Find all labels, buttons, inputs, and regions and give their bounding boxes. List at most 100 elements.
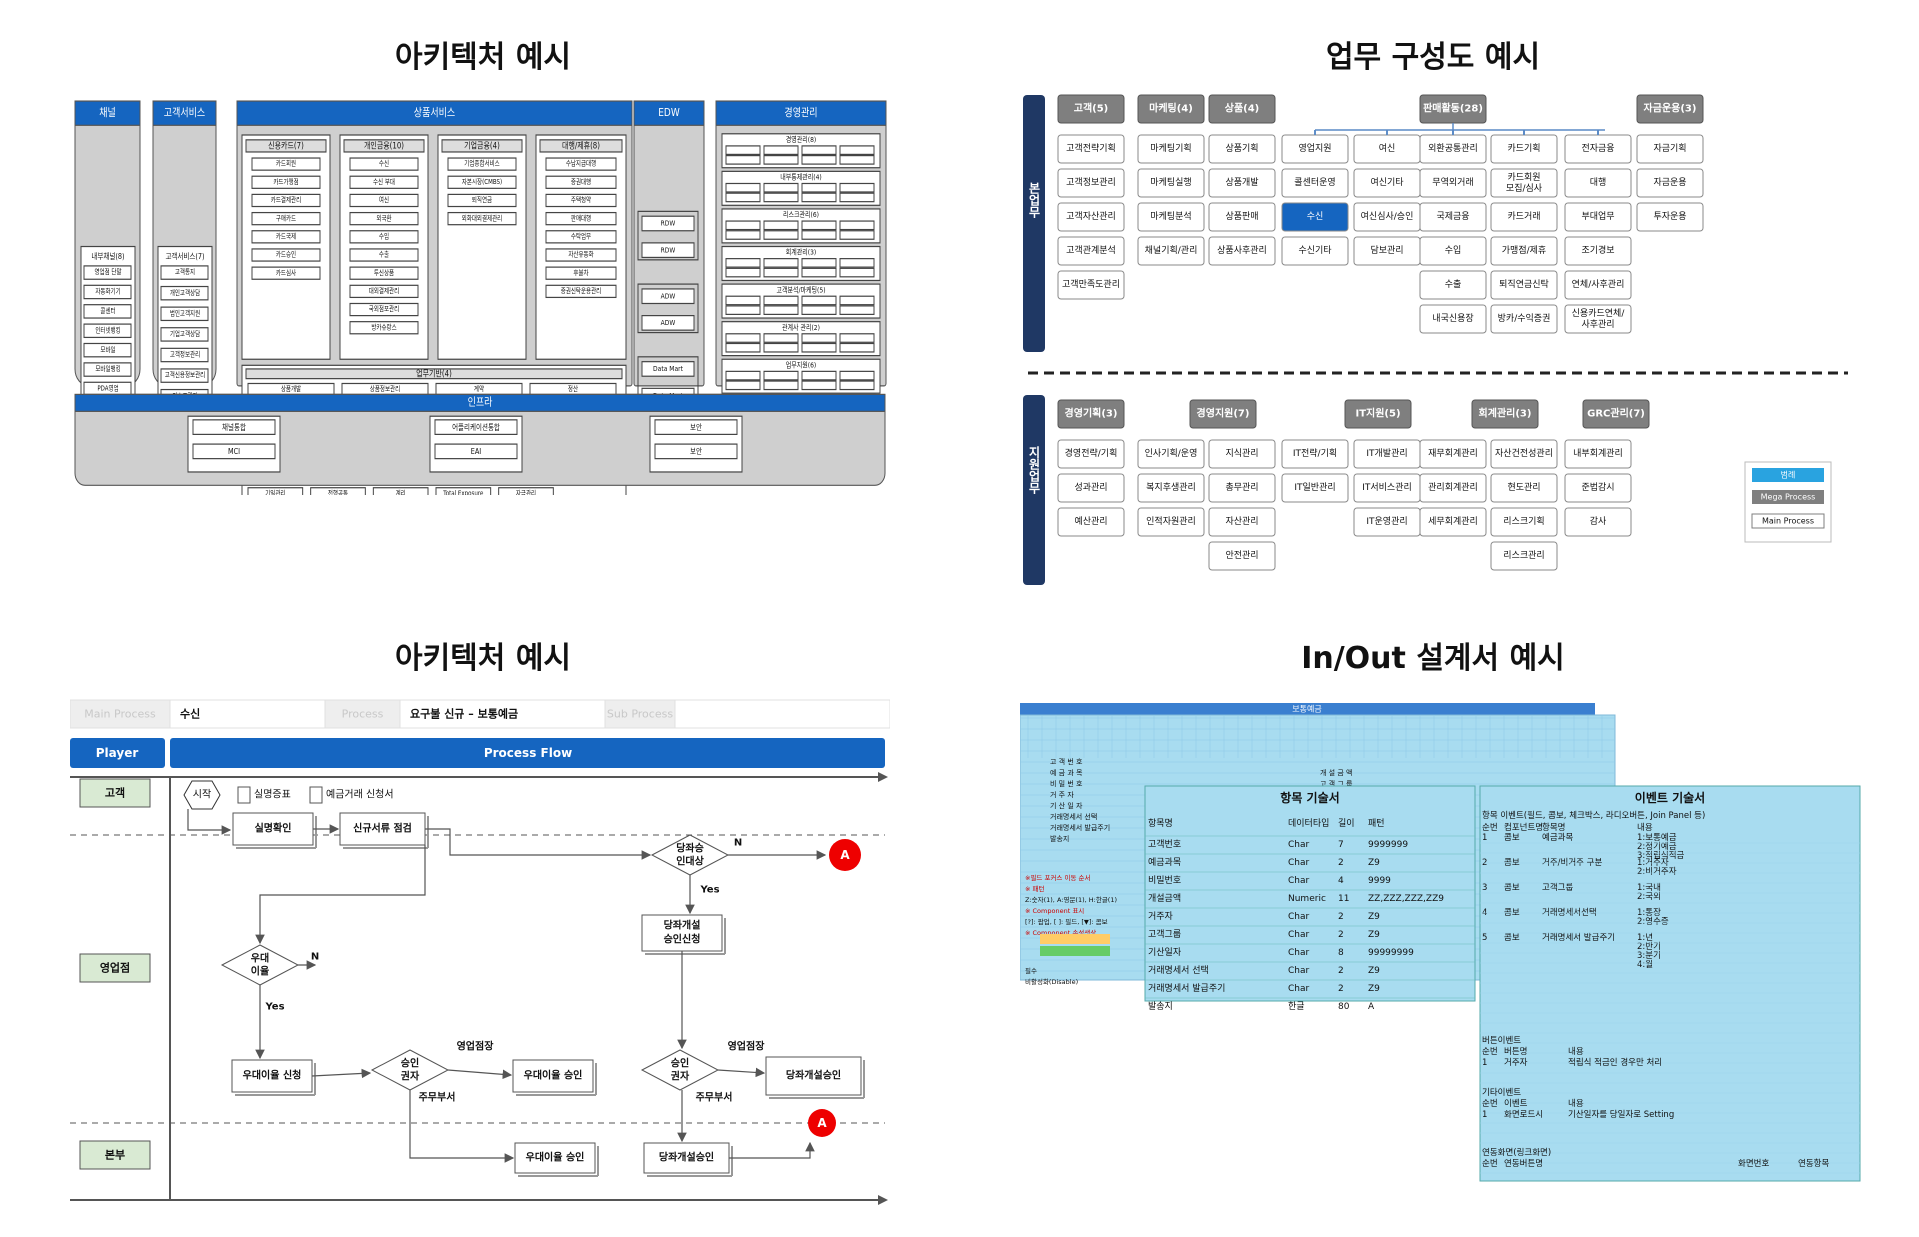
biz-support-item [1490, 541, 1558, 571]
biz-support-item [1057, 507, 1125, 537]
io-button-col: 내용 [1568, 1047, 1584, 1057]
biz-main-item [1419, 236, 1487, 266]
arch-mgmt-item [725, 305, 761, 315]
arch-prod-item-label: 카드가맹점 [273, 177, 298, 186]
arch-mgmt-item [725, 380, 761, 391]
biz-main-item-label: 사후관리 [1581, 319, 1614, 330]
biz-main-item-label: 여신심사/승인 [1361, 210, 1414, 222]
io-item-cell: Z9 [1368, 966, 1380, 976]
arch-mgmt-group-title: 경영관리(8) [786, 134, 817, 144]
biz-main-item [1636, 134, 1704, 164]
arch-prod-item-label: 주택청약 [571, 196, 592, 205]
io-event-cell: 거래명세서선택 [1542, 907, 1597, 918]
arch-infra-title-box [192, 419, 276, 435]
biz-legend-label: Main Process [1762, 517, 1814, 526]
arch-prod-item-label: 증권대행 [571, 177, 591, 186]
biz-support-header [1582, 399, 1650, 429]
arch-prod-row-item-label: 기일관리 [265, 489, 285, 495]
io-other-col: 이벤트 [1504, 1098, 1528, 1109]
arch-mgmt-item [763, 258, 799, 268]
biz-support-item-label: IT운영관리 [1366, 516, 1407, 527]
arch-prod-group-head [539, 139, 623, 153]
business-structure-diagram: 본업무지원업무고객(5)마케팅(4)상품(4)판매활동(28)자금운용(3)고객… [1023, 94, 1848, 585]
arch-prod-item [251, 230, 321, 244]
arch-prod-row-item-label: 정산 [568, 385, 578, 394]
arch-mgmt-item [801, 295, 837, 306]
biz-support-item-label: 자산건전성관리 [1495, 448, 1553, 459]
biz-support-item [1419, 439, 1487, 469]
arch-mgmt-item [839, 333, 875, 343]
flow-box-label: 당좌개설 [664, 919, 701, 932]
biz-main-item [1137, 134, 1205, 164]
io-item-cell: Char [1288, 840, 1310, 850]
biz-support-item [1137, 439, 1205, 469]
arch-prod-item [545, 266, 617, 280]
biz-main-item [1490, 270, 1558, 300]
biz-main-item-label: 고객정보관리 [1066, 177, 1116, 188]
io-event-col: 항목명 [1542, 822, 1565, 833]
arch-prod-group-title: 개인금융(10) [364, 140, 404, 151]
biz-main-item-label: 채널기획/관리 [1145, 244, 1198, 256]
biz-main-item-label: 여신 [1379, 142, 1396, 154]
biz-main-item [1281, 236, 1349, 266]
io-item-header: 길이 [1338, 818, 1355, 829]
biz-main-item [1057, 236, 1125, 266]
biz-main-item [1057, 270, 1125, 300]
arch-prod-item-label: 퇴직연금 [472, 196, 493, 205]
arch-col-label-3: EDW [658, 107, 680, 119]
biz-main-item-label: 카드거래 [1507, 211, 1540, 222]
biz-main-item [1564, 168, 1632, 198]
io-event-cell: 2:영수증 [1637, 916, 1669, 927]
arch-mgmt-item [725, 267, 761, 278]
biz-support-item-label: IT서비스관리 [1362, 482, 1412, 493]
biz-main-item [1208, 134, 1276, 164]
io-item-title: 항목 기술서 [1280, 790, 1339, 805]
arch-mgmt-item [801, 333, 837, 343]
biz-main-item [1137, 236, 1205, 266]
biz-support-item [1281, 473, 1349, 503]
io-event-cell: 예금과목 [1542, 832, 1573, 843]
arch-prod-item-label: 자본시장(CMBS) [462, 177, 502, 186]
arch-prod-item [447, 193, 517, 208]
io-form-label: 발송지 [1050, 834, 1069, 843]
arch-mgmt-item [801, 380, 837, 391]
biz-main-item-label: 투자운용 [1653, 211, 1686, 222]
arch-prod-item-label: 국외점포관리 [369, 305, 399, 314]
biz-support-item [1137, 473, 1205, 503]
title-inout: In/Out 설계서 예시 [1301, 641, 1565, 676]
arch-mgmt-group-title: 리스크관리(6) [783, 210, 819, 220]
io-event-cell: 1:통장 [1637, 907, 1661, 918]
arch-channel-group: 내부채널(8) [91, 251, 124, 261]
arch-prod-item [349, 193, 419, 208]
flow-lane-box [79, 953, 151, 983]
arch-cust-item [160, 306, 209, 322]
flow-box-label: 당좌개설승인 [659, 1151, 714, 1164]
arch-mgmt-item [763, 305, 799, 315]
flow-box-label: 우대이율 신청 [243, 1069, 302, 1082]
biz-support-item-label: IT일반관리 [1294, 482, 1335, 493]
arch-prod-item [349, 302, 419, 317]
arch-prod-item-label: 수입 [379, 232, 389, 241]
flow-arrow [255, 845, 426, 945]
biz-support-item-label: 감사 [1590, 515, 1607, 527]
biz-side-support-label: 지원업무 [1027, 445, 1041, 495]
arch-prod-item [349, 248, 419, 262]
arch-prod-item-label: 수출 [379, 250, 389, 259]
flow-header-cell [604, 699, 676, 729]
arch-edw-item-label: RDW [661, 246, 676, 255]
io-form-label: 고 객 번 호 [1050, 757, 1083, 766]
arch-cust-item-label: 고객신용정보관리 [165, 371, 205, 380]
flow-decision-label: 권자 [671, 1070, 690, 1083]
biz-main-item-label: 조기경보 [1581, 244, 1614, 256]
arch-channel-item-label: 모바일뱅킹 [95, 365, 120, 374]
flow-decision-label: 당좌승 [676, 842, 704, 855]
biz-support-item-label: 지식관리 [1225, 448, 1258, 459]
arch-mgmt-item [725, 342, 761, 353]
biz-main-header-label: 상품(4) [1225, 102, 1260, 115]
io-item-cell: 2 [1338, 858, 1344, 868]
arch-prod-item [545, 211, 617, 226]
io-event-cell: 고객그룹 [1542, 882, 1573, 893]
flow-start [183, 780, 221, 810]
io-note: ※ 패턴 [1025, 884, 1044, 893]
arch-channel-item [83, 323, 132, 339]
